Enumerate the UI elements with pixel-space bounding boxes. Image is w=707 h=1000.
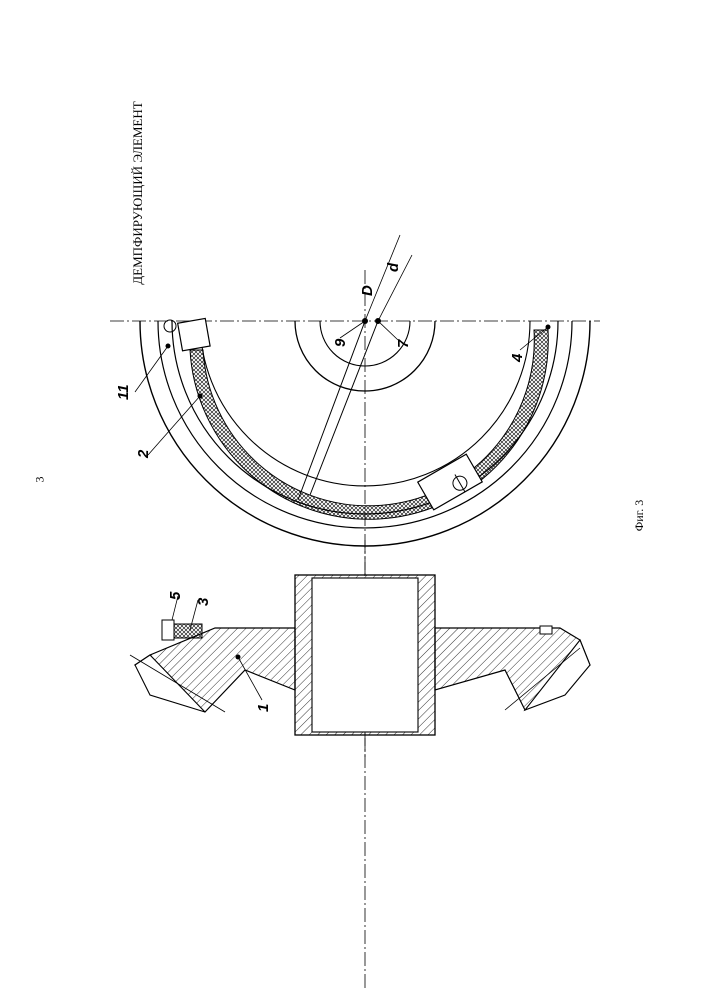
label-2: 2: [135, 449, 152, 459]
label-5: 5: [167, 591, 184, 600]
label-4: 4: [509, 353, 526, 363]
label-3: 3: [195, 597, 212, 606]
label-11: 11: [115, 384, 132, 400]
section-view: [130, 540, 590, 760]
label-1: 1: [255, 704, 272, 712]
label-7: 7: [395, 339, 412, 348]
damping-band: [190, 330, 548, 519]
clamp-block-top: [178, 318, 210, 350]
label-d: d: [385, 262, 402, 272]
bore: [312, 578, 418, 732]
label-9: 9: [332, 338, 349, 347]
screw-head-11: [164, 320, 176, 332]
label-D: D: [359, 285, 376, 296]
ring-end-right: [540, 626, 552, 634]
screw-5: [162, 620, 174, 640]
damping-ring-section: [170, 624, 202, 638]
